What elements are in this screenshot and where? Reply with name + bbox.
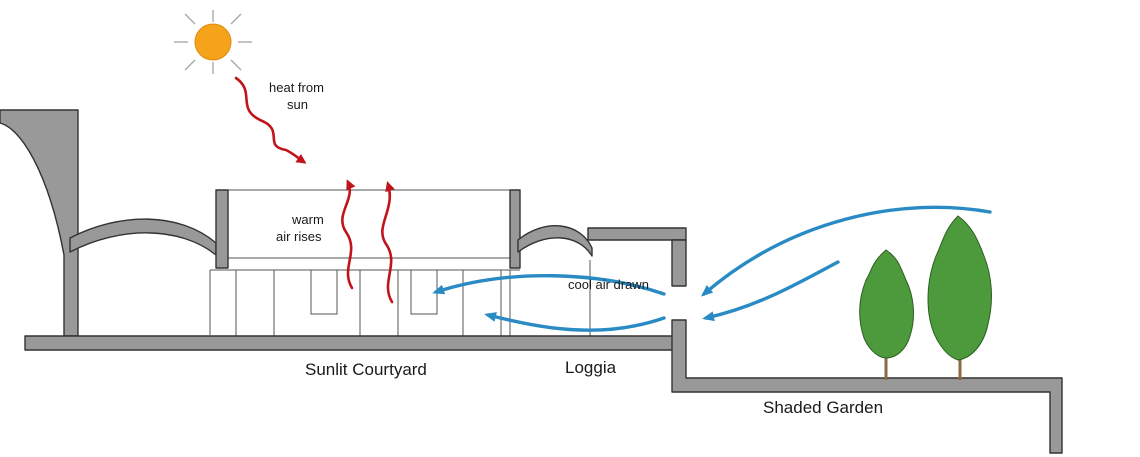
heat-arrows	[234, 76, 395, 304]
heat-from-sun-arrow	[234, 76, 307, 164]
building-section	[0, 109, 1063, 454]
sun-icon	[174, 10, 252, 74]
warm-air-arrow-left	[341, 179, 356, 290]
courtyard-outline	[209, 189, 591, 337]
floor-slab	[24, 335, 675, 351]
tree-icon-small	[859, 249, 914, 380]
garden-ground	[671, 319, 1063, 454]
heat-label-line2: sun	[287, 97, 308, 112]
tree-icon-large	[927, 215, 992, 380]
wind-arrow-lower	[702, 260, 840, 322]
loggia-arch	[517, 225, 593, 257]
courtyard-label: Sunlit Courtyard	[305, 360, 427, 379]
loggia-label: Loggia	[565, 358, 617, 377]
courtyard-right-pier	[509, 189, 521, 269]
warm-air-label-line2: air rises	[276, 229, 322, 244]
wind-arrow-upper	[700, 205, 992, 297]
heat-label-line1: heat from	[269, 80, 324, 95]
cool-air-arrow-upper	[432, 274, 666, 296]
cool-air-label: cool air drawn	[568, 277, 649, 292]
warm-air-label-line1: warm	[291, 212, 324, 227]
warm-air-arrow-right	[381, 181, 395, 304]
cool-air-arrow-lower	[484, 312, 666, 332]
cool-air-arrows	[432, 205, 992, 332]
courtyard-left-pier	[215, 189, 229, 269]
left-vault-wall	[0, 109, 79, 337]
loggia-wall-upper	[671, 239, 687, 287]
loggia-roof	[587, 227, 687, 241]
left-arch	[69, 218, 217, 256]
garden-label: Shaded Garden	[763, 398, 883, 417]
